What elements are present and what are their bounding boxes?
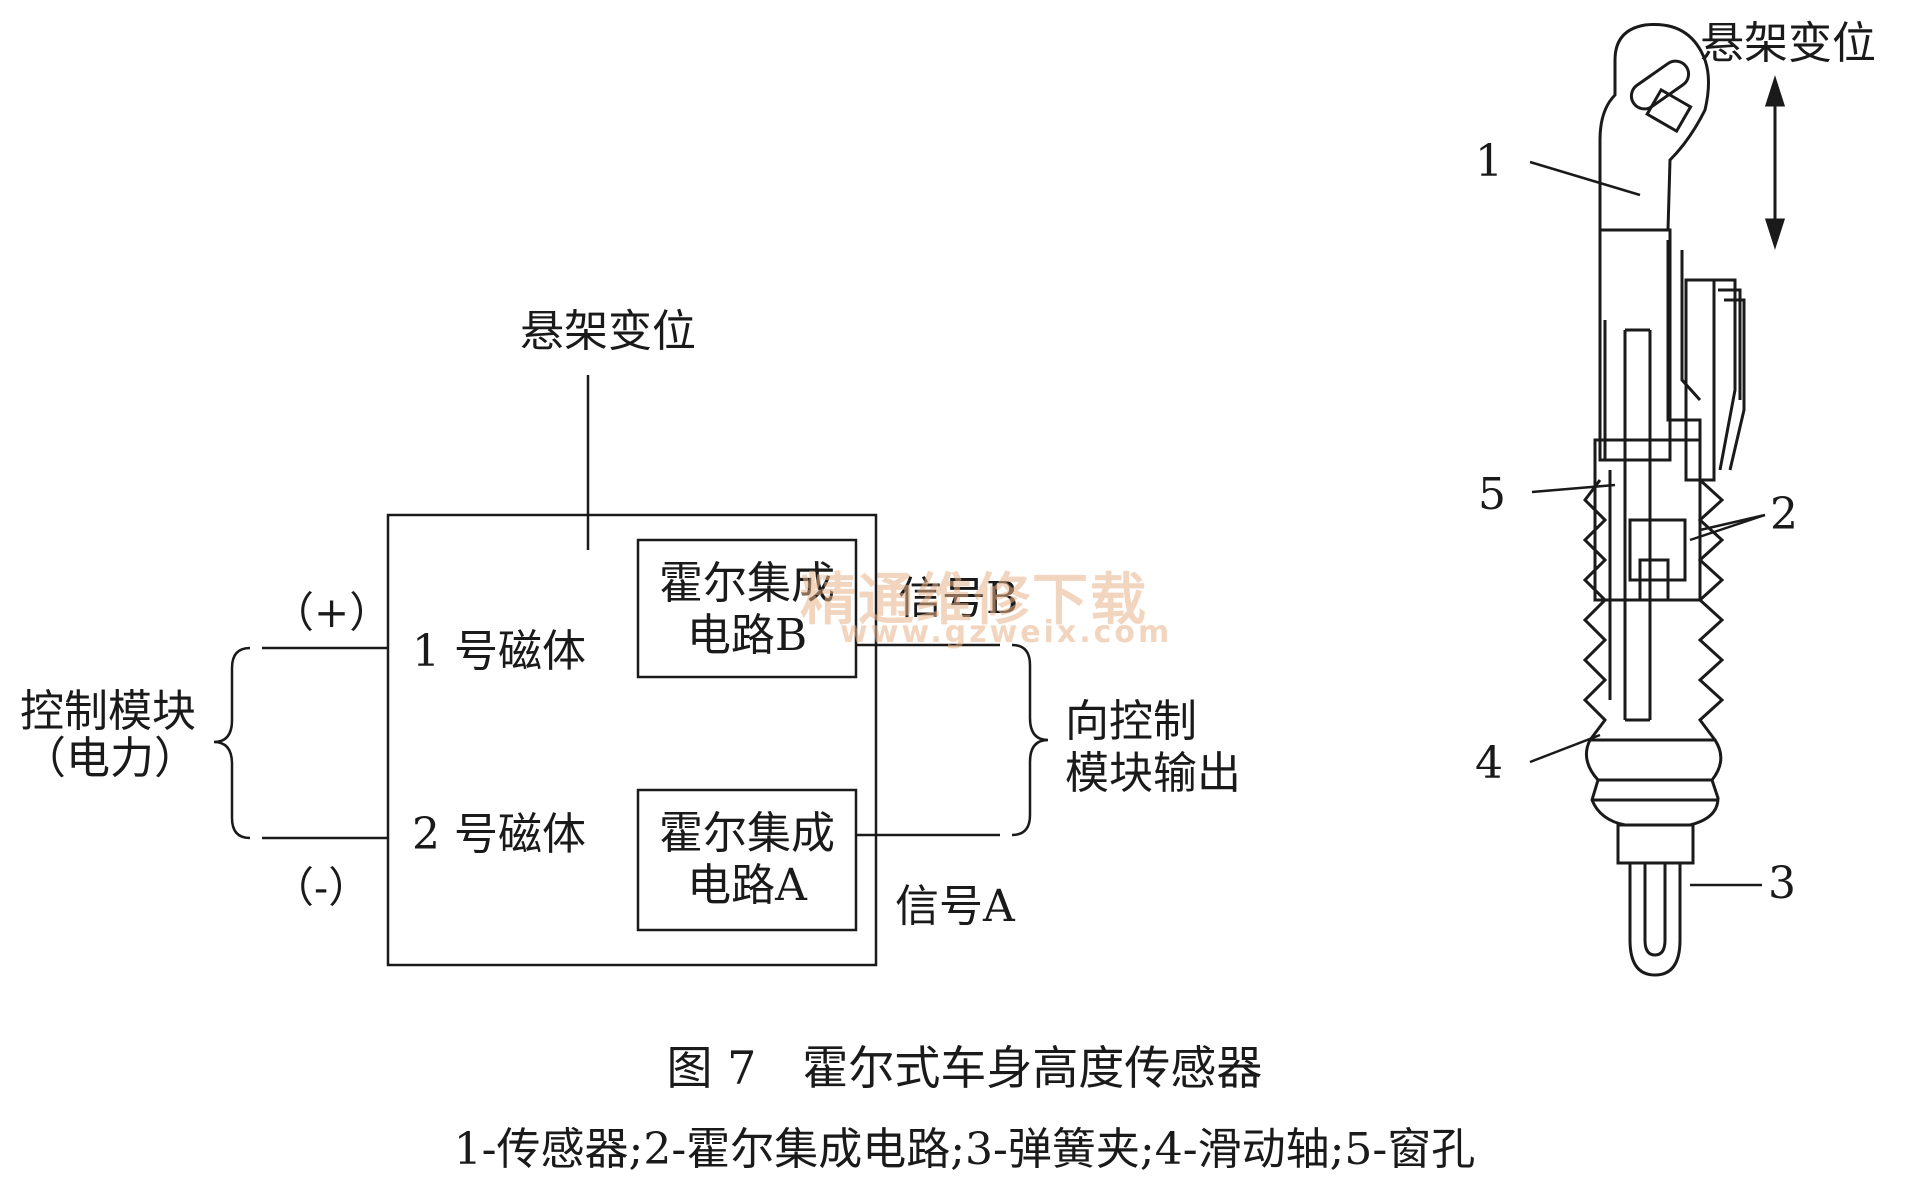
sensor-motion-label: 悬架变位 [1700,18,1876,69]
callout-5: 5 [1478,469,1506,520]
watermark-url: www.gzweix.com [840,615,1173,650]
callout-2: 2 [1770,489,1798,540]
suspension-displacement-label: 悬架变位 [520,306,696,357]
watermark-logo-text: 精通维修下载 [800,568,1148,633]
control-module-power-label: （电力） [22,733,198,784]
sensor-box [386,513,878,967]
hall-circuit-b-line1: 霍尔集成 [659,558,835,609]
left-brace [213,646,251,840]
circuit-a-box [636,788,858,932]
hall-circuit-a-line2: 电路A [687,859,807,911]
magnet-1-label: 1 号磁体 [412,626,586,677]
signal-a-label: 信号A [895,881,1015,932]
output-label-line2: 模块输出 [1065,748,1241,799]
plus-terminal-label: （+） [272,588,392,637]
callout-4: 4 [1475,738,1503,789]
callout-1: 1 [1475,136,1503,187]
circuit-b-box [636,538,858,679]
minus-terminal-label: （-） [272,863,371,912]
hall-circuit-b-line2: 电路B [686,609,808,661]
hall-circuit-b-label: 霍尔集成 电路B [638,558,856,662]
magnet-2-label: 2 号磁体 [412,809,586,860]
figure-title: 图 7 霍尔式车身高度传感器 [666,1041,1263,1095]
callout-3: 3 [1768,858,1796,909]
figure-legend: 1-传感器;2-霍尔集成电路;3-弹簧夹;4-滑动轴;5-窗孔 [453,1124,1476,1175]
callout-leaders [1529,160,1766,887]
right-brace [1011,643,1049,837]
hall-circuit-a-line1: 霍尔集成 [659,808,835,859]
output-label-line1: 向控制 [1065,696,1197,747]
motion-arrow [1764,75,1786,250]
signal-b-label: 信号B [898,573,1019,624]
control-module-label: 控制模块 [20,686,196,737]
sensor-drawing [1582,22,1746,977]
hall-circuit-a-label: 霍尔集成 电路A [638,808,856,912]
